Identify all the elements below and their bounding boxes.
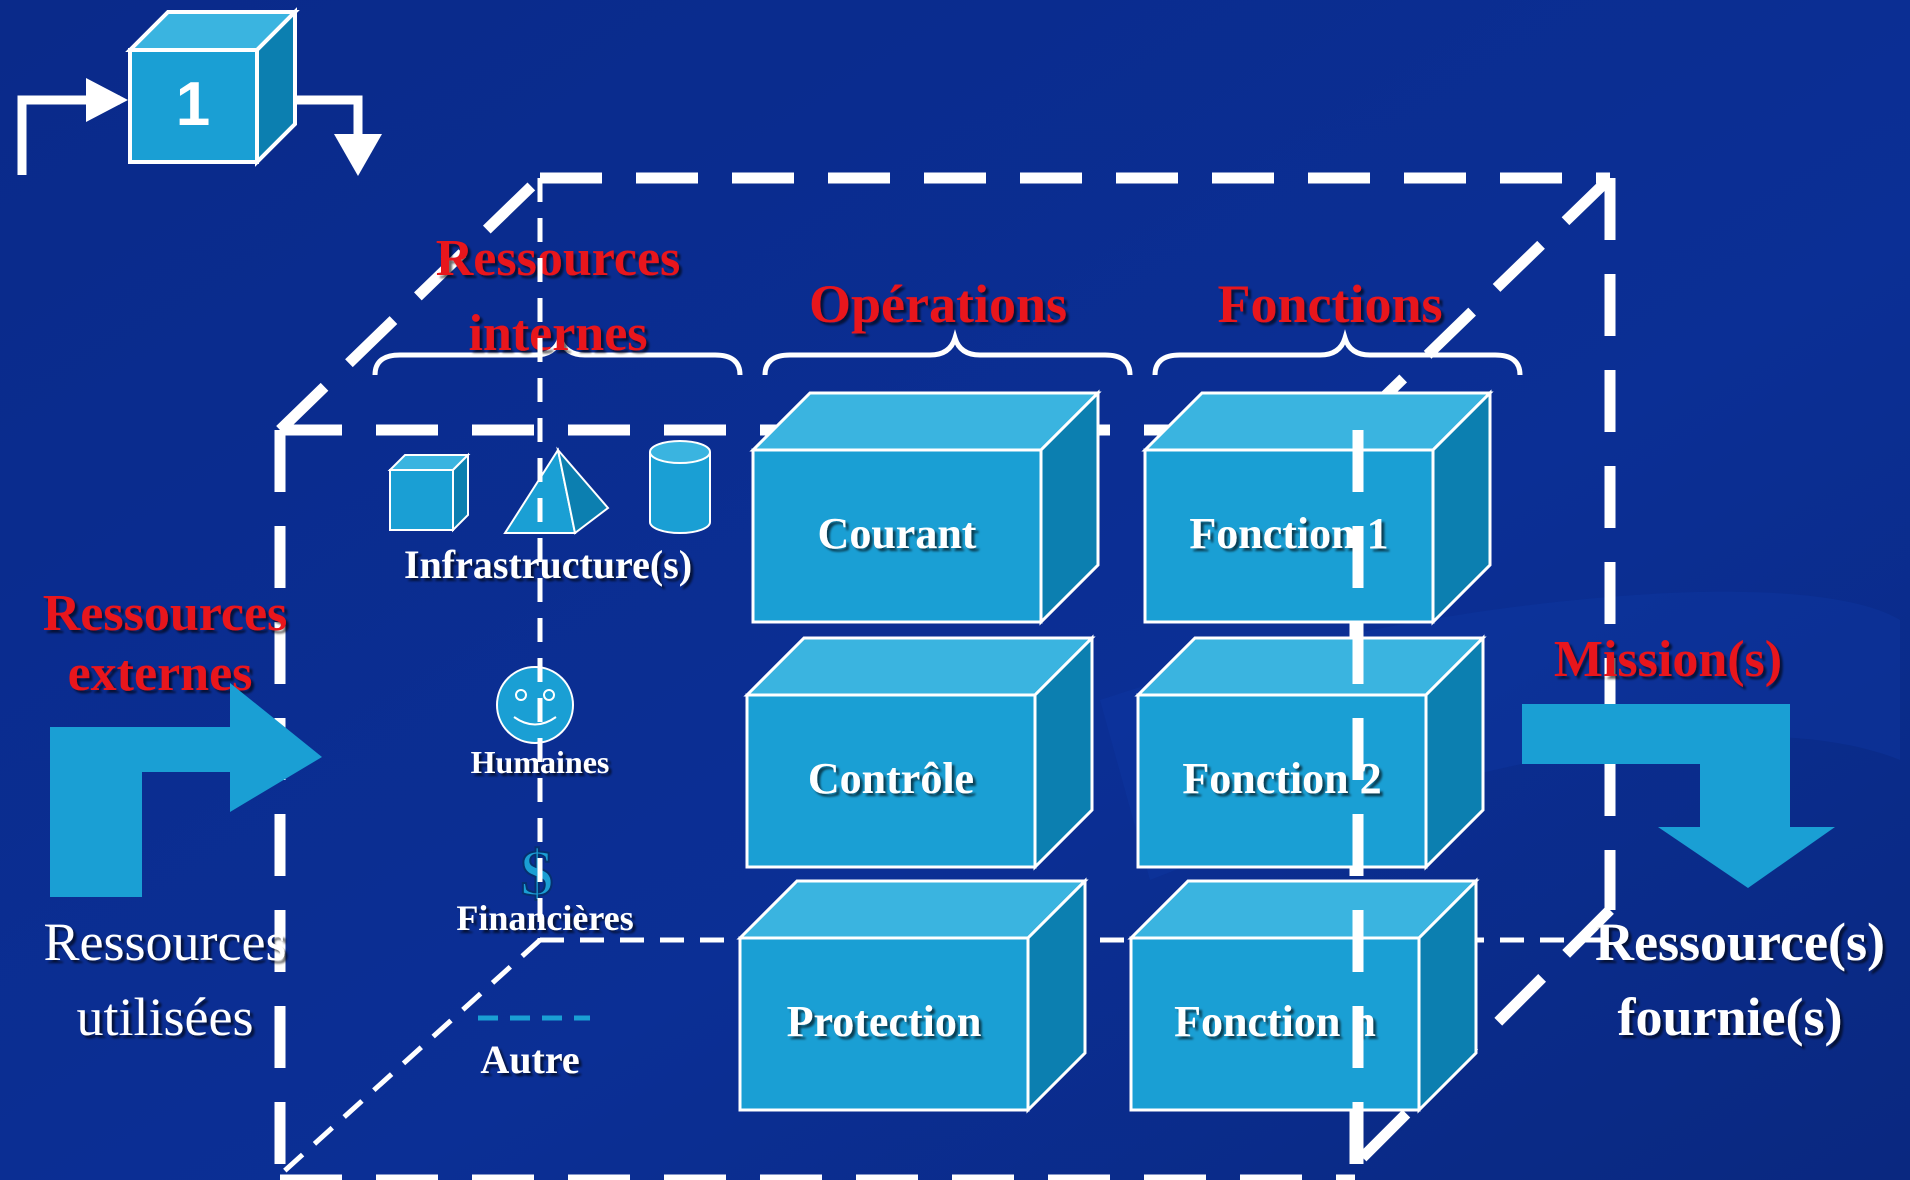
operation-box-control: Contrôle <box>743 634 1096 871</box>
heading-functions: Fonctions <box>1217 274 1442 334</box>
step-badge: 1 <box>17 7 382 176</box>
heading-operations: Opérations <box>809 274 1067 334</box>
label-infrastructure: Infrastructure(s) <box>404 542 692 587</box>
function-box-1: Fonction 1 <box>1141 389 1494 626</box>
function-box-2: Fonction 2 <box>1134 634 1487 871</box>
brace-operations <box>762 329 1133 376</box>
badge-cube-front <box>128 48 259 164</box>
heading-internal-resources-line1: Ressources <box>436 230 681 287</box>
function-label: Fonction 2 <box>1182 754 1381 803</box>
output-arrow-icon <box>1522 704 1835 888</box>
input-arrow-icon <box>50 683 322 897</box>
heading-internal-resources-line2: internes <box>468 305 647 362</box>
function-box-n: Fonction n <box>1127 877 1480 1114</box>
badge-in-arrowhead <box>86 78 128 122</box>
dollar-icon: $ <box>521 837 554 910</box>
label-financial: Financières <box>456 898 633 938</box>
label-other: Autre <box>480 1037 579 1082</box>
operation-label: Courant <box>818 509 977 558</box>
badge-number: 1 <box>176 70 210 139</box>
cylinder-shape-icon <box>649 452 711 534</box>
heading-mission: Mission(s) <box>1554 631 1782 688</box>
heading-external-resources-line1: Ressources <box>43 585 288 642</box>
brace-internal <box>372 329 743 376</box>
badge-out-arrowhead <box>334 134 382 176</box>
smiley-icon <box>496 666 574 744</box>
brace-group <box>372 329 1523 376</box>
operation-box-current: Courant <box>749 389 1102 626</box>
badge-out-arrow <box>290 95 363 138</box>
input-label-line2: utilisées <box>77 987 254 1047</box>
heading-external-resources-line2: externes <box>68 645 253 702</box>
input-label-line1: Ressources <box>44 912 287 972</box>
output-label-line2: fournie(s) <box>1618 987 1843 1047</box>
operation-box-protection: Protection <box>736 877 1089 1114</box>
operation-label: Protection <box>787 997 982 1046</box>
functions-column: Fonction 1 Fonction 2 Fonction n <box>1127 389 1494 1114</box>
output-label-line1: Ressource(s) <box>1595 912 1885 972</box>
operation-label: Contrôle <box>808 754 974 803</box>
brace-functions <box>1152 329 1523 376</box>
operations-column: Courant Contrôle Protection <box>736 389 1102 1114</box>
infrastructure-icons <box>387 440 711 535</box>
function-label: Fonction n <box>1174 997 1376 1046</box>
